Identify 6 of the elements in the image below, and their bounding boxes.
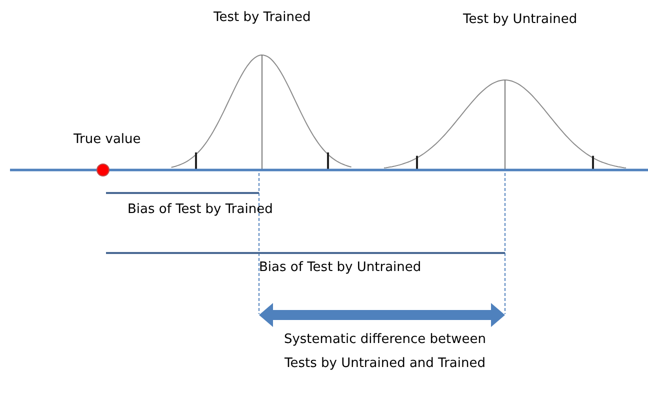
dimension-label: Bias of Test by Untrained — [259, 259, 422, 277]
point-label: True value — [74, 131, 141, 149]
curve-label: Test by Untrained — [463, 11, 578, 29]
dimension-label: Systematic difference between Tests by Untrained and Trained — [282, 331, 488, 373]
dimension-label: Bias of Test by Trained — [128, 201, 273, 219]
curve-label: Test by Trained — [214, 9, 311, 27]
